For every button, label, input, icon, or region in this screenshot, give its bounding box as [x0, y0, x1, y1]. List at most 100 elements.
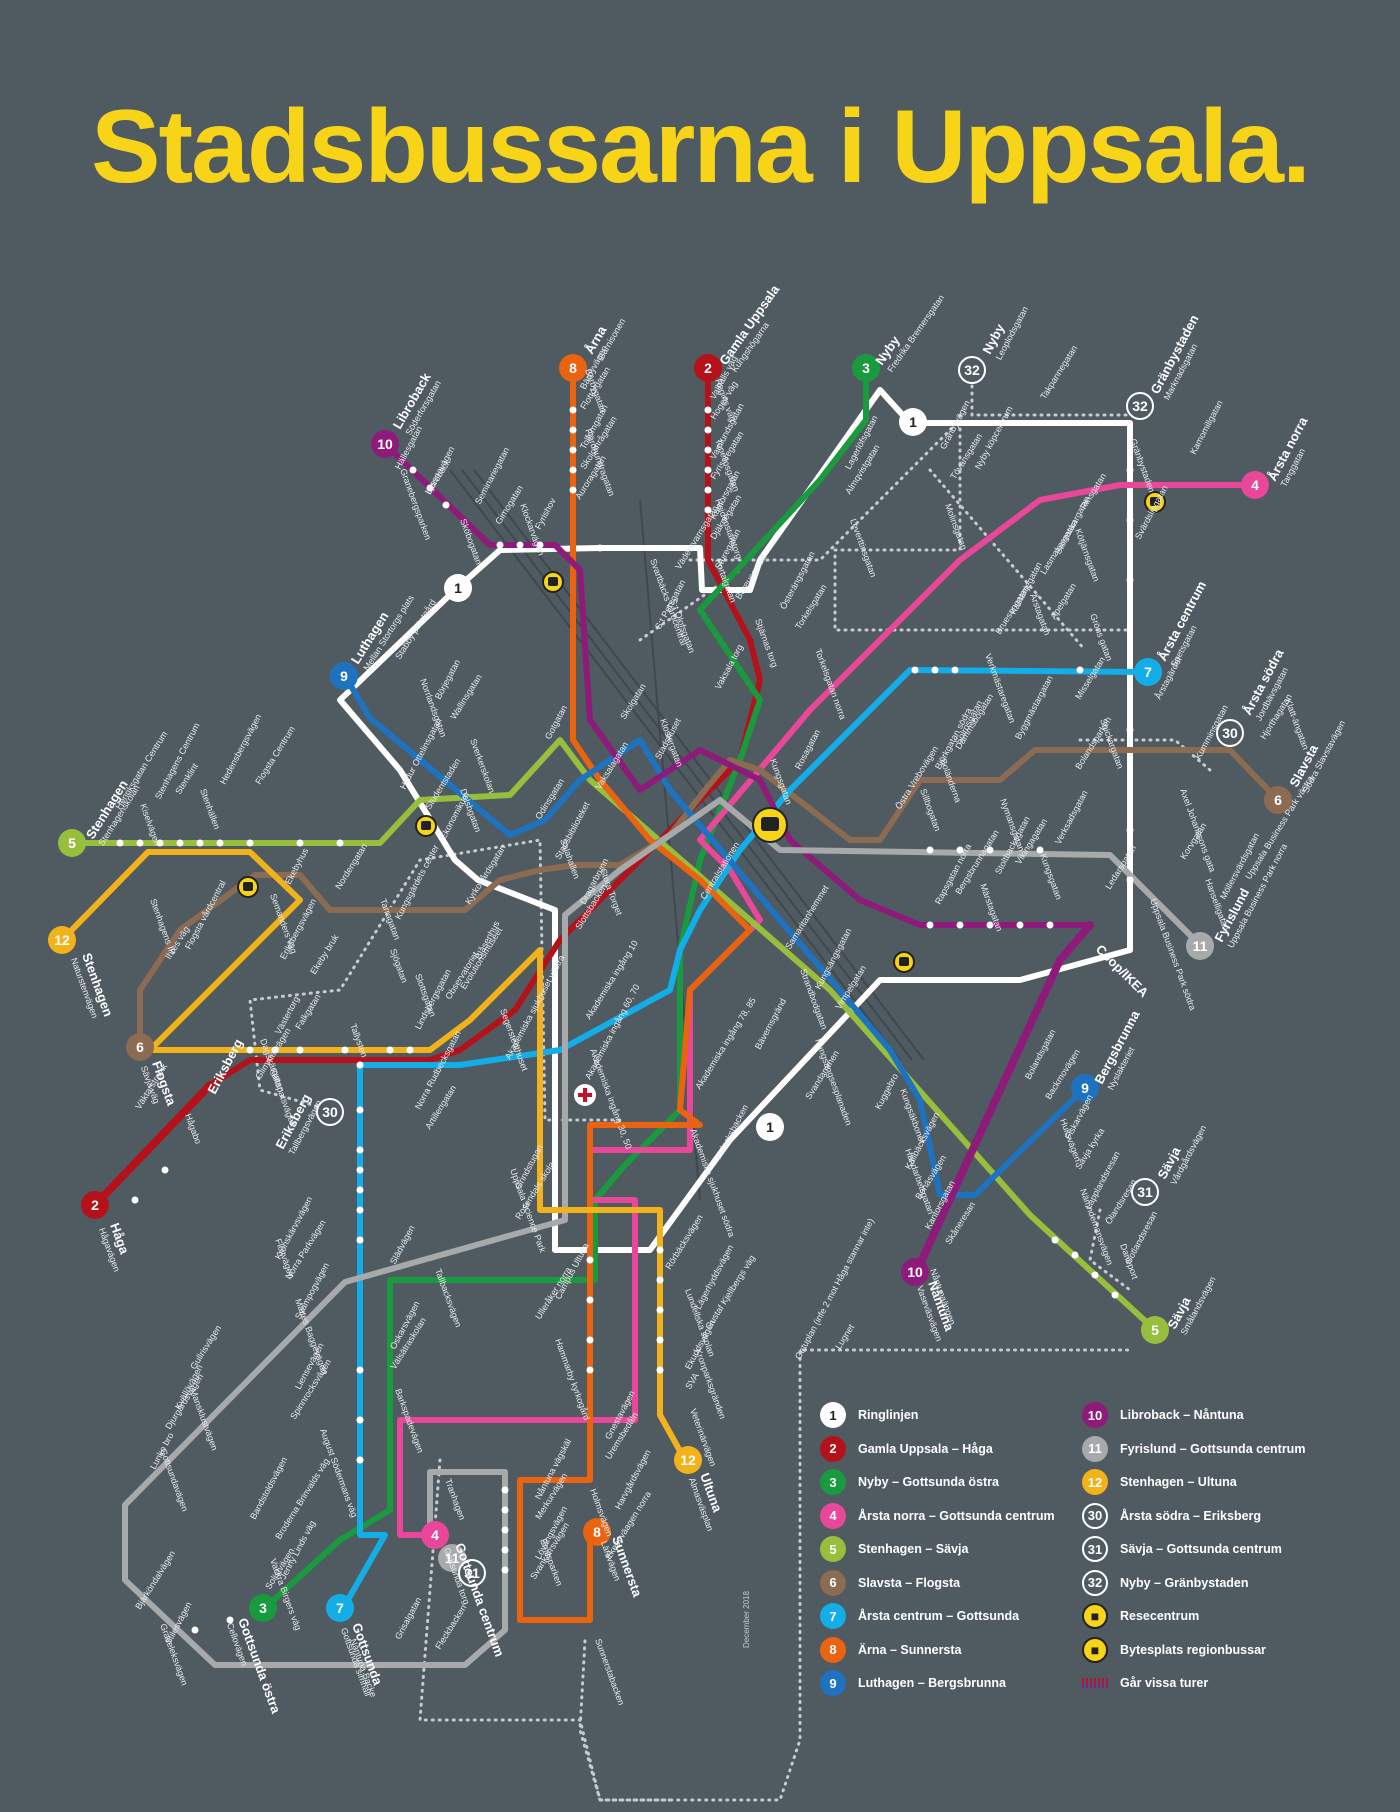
stop-label: Hammarby kyrkogård [553, 1337, 592, 1421]
svg-text:31: 31 [464, 1565, 480, 1581]
stop-label: Sköbogatan [458, 517, 484, 566]
hospital-icon [574, 1084, 596, 1106]
stop-label: Gröns gatan [1088, 612, 1114, 662]
stop-label: Sjögatan [388, 947, 410, 984]
footnote: December 2018 [742, 1591, 751, 1648]
stop-label: Verkmästaregatan [983, 652, 1017, 724]
legend-label: Slavsta – Flogsta [858, 1575, 961, 1590]
badge-11-east: 11 [1186, 932, 1214, 960]
line-badge: 7 [820, 1603, 846, 1629]
svg-text:1: 1 [909, 414, 917, 430]
stop-label: Skolgatan [618, 682, 648, 721]
legend-label: Går vissa turer [1120, 1676, 1209, 1690]
svg-text:7: 7 [1144, 664, 1152, 680]
hatched-line-icon [1082, 1678, 1108, 1688]
line-badge: 9 [820, 1670, 846, 1696]
line-badge: 31 [1082, 1536, 1108, 1562]
legend-label: Sävja – Gottsunda centrum [1120, 1542, 1282, 1556]
legend-label: Luthagen – Bergsbrunna [858, 1676, 1006, 1690]
badge-12-west: 12 [48, 926, 76, 954]
stop-label: Tallysten [348, 1022, 369, 1058]
svg-text:7: 7 [336, 1600, 344, 1616]
svg-text:30: 30 [1222, 725, 1238, 741]
stop-label: Sillbogatan [918, 787, 943, 832]
svg-text:11: 11 [1193, 938, 1208, 954]
stop-label: Torkelsgatan [793, 582, 829, 631]
line-badge: 32 [1082, 1569, 1108, 1596]
dotted-lines [248, 370, 1212, 1802]
badge-2-south: 2 [81, 1191, 109, 1219]
badge-7-south: 7 [326, 1594, 354, 1622]
route-5 [69, 737, 1158, 1333]
bus-icon: ■ [1082, 1636, 1108, 1663]
legend-label: Årsta södra – Eriksberg [1120, 1508, 1262, 1523]
stop-label: Grisalgatan [393, 1596, 423, 1641]
stop-label: Bjärköndalvägen [133, 1549, 177, 1611]
line-badge: 12 [1082, 1469, 1108, 1495]
svg-text:4: 4 [1251, 477, 1259, 493]
badge-3-north: 3 [852, 354, 880, 382]
badge-32-east: 32 [1126, 392, 1154, 420]
stop-label: Misselgatan [1073, 655, 1107, 701]
stop-label: SVA [683, 1371, 701, 1391]
badge-31-south: 31 [458, 1559, 486, 1587]
legend-label: Årsta norra – Gottsunda centrum [858, 1508, 1055, 1523]
stop-label: Flogsta Centrum [253, 724, 297, 786]
stop-label: Kungsgatan [1038, 852, 1064, 901]
svg-text:11: 11 [445, 1550, 460, 1566]
badge-4-south: 4 [421, 1521, 449, 1549]
svg-text:12: 12 [680, 1452, 696, 1468]
route-1 [337, 387, 1133, 1253]
legend-item: 31 Sävja – Gottsunda centrum [1082, 1534, 1282, 1564]
bus-icon [1144, 491, 1166, 513]
stop-label: Polacksbacken [713, 1103, 750, 1161]
stop-label: Slädvägen [388, 1224, 417, 1266]
stop-label: Fältspatsvägen [268, 1067, 298, 1128]
svg-text:12: 12 [54, 932, 70, 948]
stop-label: Klatt-ängatan [1283, 697, 1311, 751]
stop-label: Nordengatan [333, 842, 369, 891]
svg-text:9: 9 [1081, 1080, 1089, 1096]
badge-5-east: 5 [1141, 1316, 1169, 1344]
stop-label: Ulleråker norra [533, 1265, 573, 1321]
svg-text:Fredrika Bremersgatan: Fredrika Bremersgatan [885, 293, 946, 374]
svg-text:6: 6 [1274, 792, 1282, 808]
stop-label: Gullrisvägen [188, 1323, 223, 1371]
line-badge: 4 [820, 1502, 846, 1529]
badge-30-east: 30 [1216, 719, 1244, 747]
stop-label: Leverttinsgatan [848, 517, 878, 578]
stop-label: Börjegatan [433, 658, 462, 701]
badge-4-north: 4 [1241, 471, 1269, 499]
stop-label: Sverkerskolan [468, 737, 497, 794]
bus-icon [893, 951, 915, 973]
badge-10-south: 10 [901, 1258, 929, 1286]
badge-2-north: 2 [694, 354, 722, 382]
bus-icon [237, 876, 259, 898]
stop-label: Stenhällen [198, 787, 222, 830]
stop-label: Wallinsgatan [448, 672, 484, 721]
legend-label: Bytesplats regionbussar [1120, 1642, 1266, 1657]
badge-10-north: 10 [371, 430, 399, 458]
stop-label: Verksadsgatan [1053, 789, 1090, 846]
stop-label: Kamomillgatan [1188, 399, 1225, 456]
stop-label: Takpannegatan [1038, 344, 1079, 402]
legend-item: 9 Luthagen – Bergsbrunna [820, 1668, 1006, 1698]
legend-item: Går vissa turer [1082, 1668, 1208, 1698]
line-badge: 8 [820, 1636, 846, 1663]
legend-label: Årsta centrum – Gottsunda [858, 1609, 1020, 1623]
stop-label: Tranhagen [443, 1477, 467, 1521]
svg-text:10: 10 [907, 1264, 923, 1280]
bus-icon [542, 571, 564, 593]
svg-text:1: 1 [766, 1119, 774, 1135]
stop-label: Akademiska ingång 78, 85 [693, 996, 758, 1091]
stop-label: Hildur Ottelinsgatan [398, 716, 444, 790]
stop-label: Fyrishov [533, 496, 558, 531]
svg-text:2: 2 [91, 1197, 99, 1213]
line-badge: 11 [1082, 1435, 1108, 1462]
